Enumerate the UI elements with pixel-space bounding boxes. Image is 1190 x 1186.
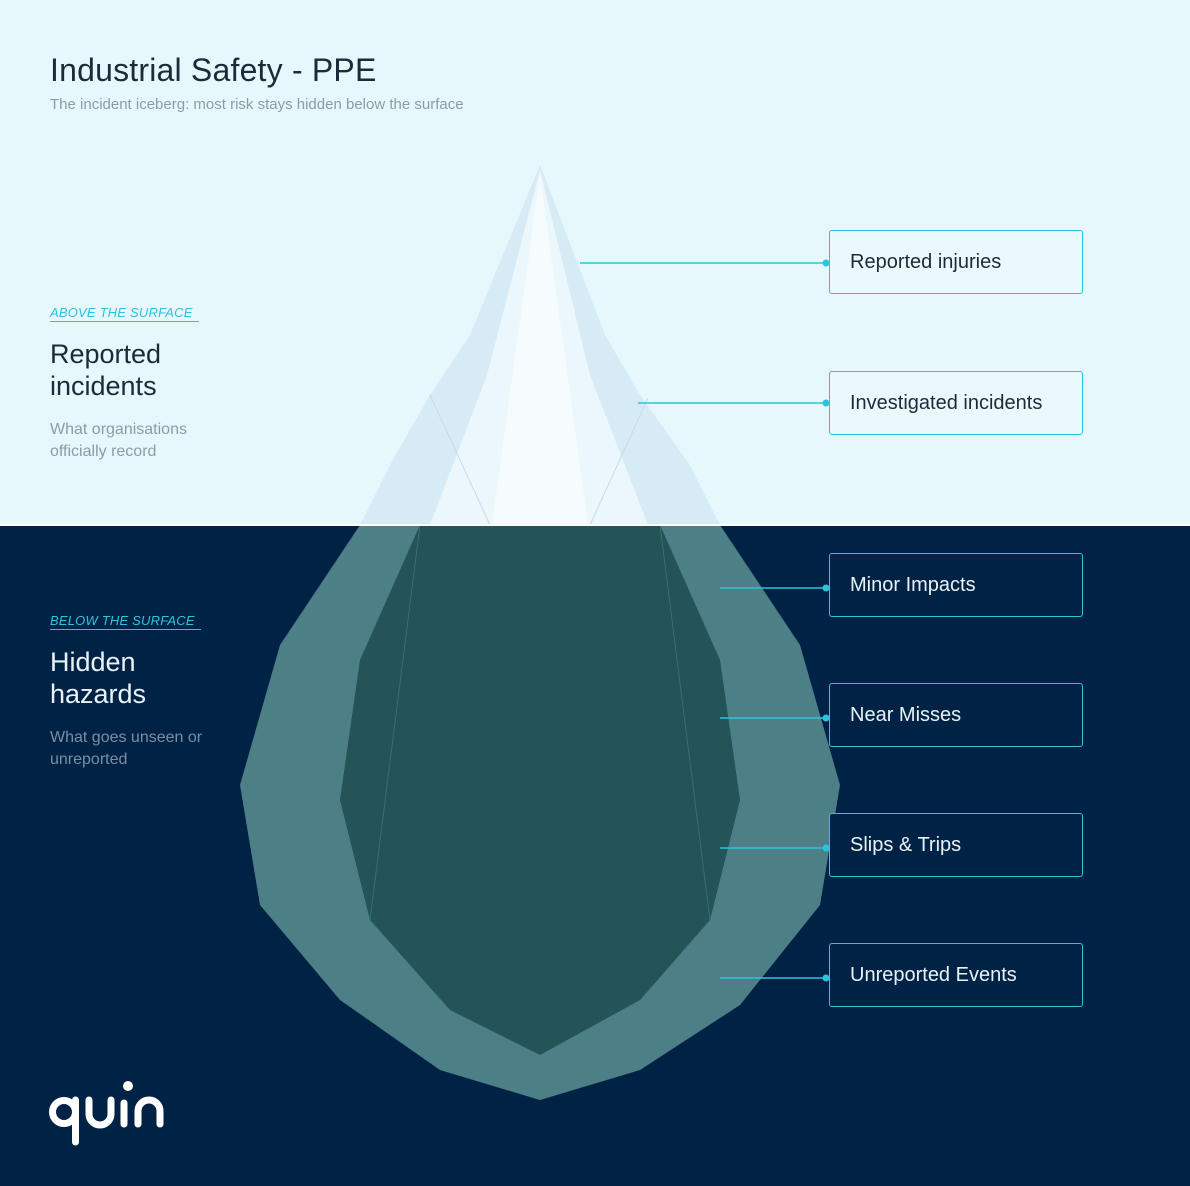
iceberg-facet-line-right [659, 524, 711, 921]
iceberg-submerged-inner [340, 525, 740, 1055]
quin-logo [49, 1081, 164, 1146]
page-subtitle: The incident iceberg: most risk stays hi… [50, 96, 464, 113]
above-surface-tag: ABOVE THE SURFACE [50, 305, 199, 322]
below-surface-description: What goes unseen or unreported [50, 729, 203, 768]
connector-reported-injuries [580, 259, 830, 267]
connector-investigated-incidents [638, 399, 830, 407]
iceberg-tip-facet-left [429, 394, 491, 526]
connector-near-misses [720, 714, 830, 722]
above-surface-heading: Reported incidents [50, 339, 162, 401]
label-slips-trips: Slips & Trips [829, 813, 1083, 877]
iceberg-tip-core [492, 175, 588, 525]
connector-minor-impacts [720, 584, 830, 592]
connector-unreported-events [720, 974, 830, 982]
label-unreported-events: Unreported Events [829, 943, 1083, 1007]
waterline [0, 524, 1190, 526]
above-surface-description: What organisations officially record [50, 421, 187, 460]
below-surface-heading: Hidden hazards [50, 647, 147, 709]
iceberg-facet-line-left [369, 524, 421, 921]
page-title: Industrial Safety - PPE [50, 52, 377, 88]
label-minor-impacts: Minor Impacts [829, 553, 1083, 617]
label-near-misses: Near Misses [829, 683, 1083, 747]
iceberg-tip-facet-right [589, 397, 649, 526]
below-surface-tag: BELOW THE SURFACE [50, 613, 201, 630]
connector-slips-trips [720, 844, 830, 852]
label-reported-injuries: Reported injuries [829, 230, 1083, 294]
label-investigated-incidents: Investigated incidents [829, 371, 1083, 435]
